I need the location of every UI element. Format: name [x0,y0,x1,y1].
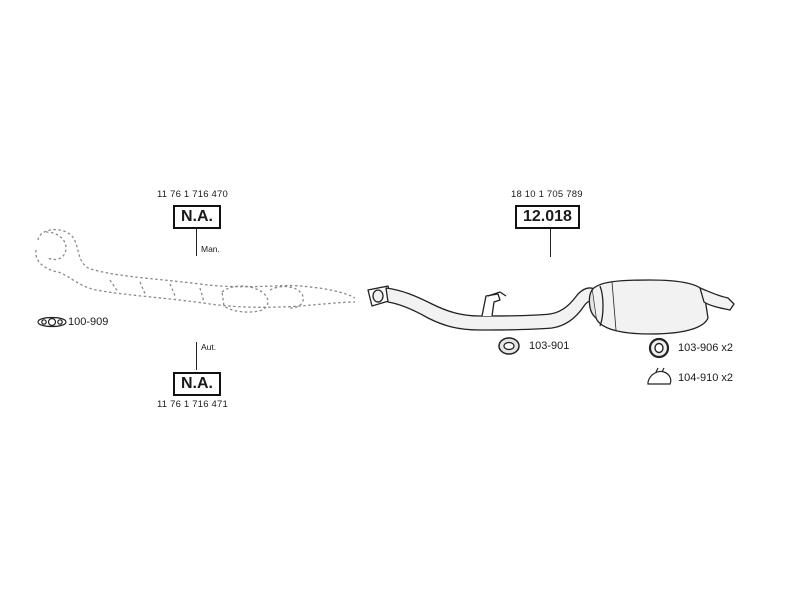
rear-part-box[interactable]: 12.018 [515,205,580,229]
clamp-part-label[interactable]: 104-910 x2 [678,372,734,384]
rear-oem-number: 18 10 1 705 789 [511,189,583,200]
ring-part-label[interactable]: 103-901 [529,340,570,352]
rear-connector-line [550,229,552,257]
gasket-icon [37,316,67,328]
rear-exhaust-assembly [367,279,735,335]
top-part-box[interactable]: N.A. [173,205,221,229]
automatic-note: Aut. [201,342,217,352]
rear-muffler [588,279,709,335]
gasket-part-label[interactable]: 100-909 [68,316,109,328]
clamp-icon [647,367,672,385]
top-oem-number: 11 76 1 716 470 [157,189,228,200]
rubber-mount-part-label[interactable]: 103-906 x2 [678,342,734,354]
rubber-mount-icon [648,337,670,359]
bottom-oem-number: 11 76 1 716 471 [157,399,228,410]
tailpipe [699,287,735,311]
front-pipe-dashed [35,229,356,313]
bottom-part-box[interactable]: N.A. [173,372,221,396]
bottom-connector-line [196,342,198,370]
top-connector-line [196,229,198,256]
manual-note: Man. [201,244,220,254]
ring-icon [498,337,520,355]
pipe-hanger [481,291,507,317]
